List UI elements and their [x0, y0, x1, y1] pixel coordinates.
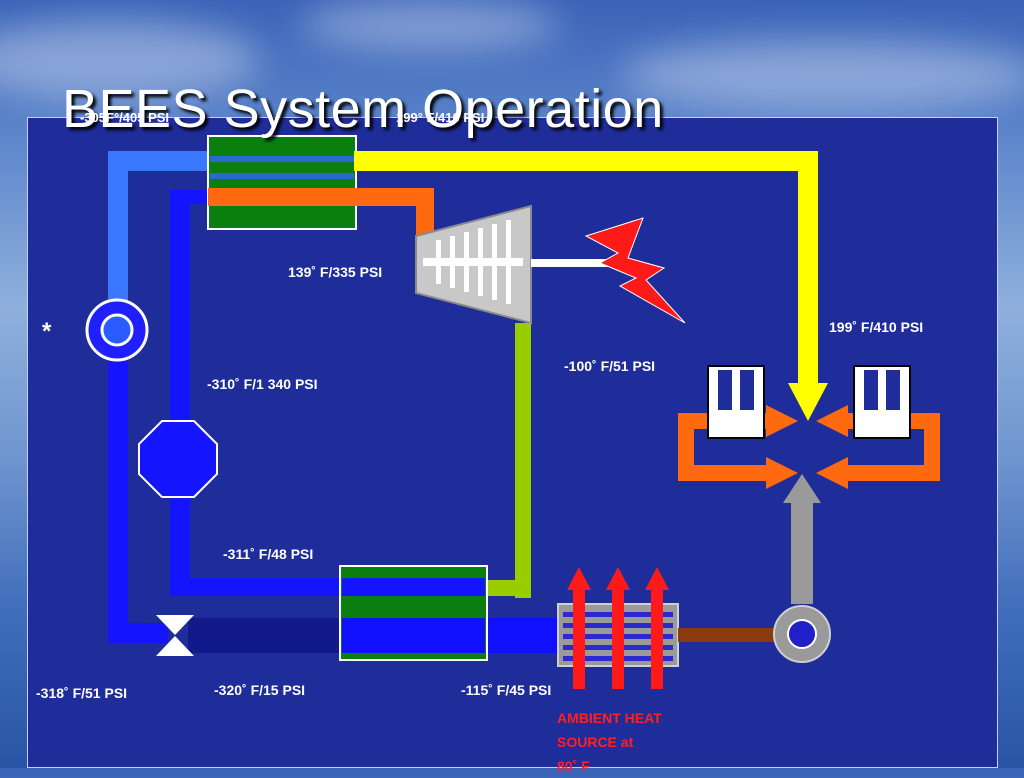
turbine-blades [436, 220, 511, 304]
valve-icon-top [156, 615, 194, 635]
engine-cylinder-left [707, 365, 765, 439]
generator-shaft [531, 259, 621, 267]
yellow-arrow [788, 383, 828, 421]
diagram-panel [27, 117, 998, 768]
label-lower-exchanger: -311˚ F/48 PSI [223, 546, 314, 562]
blue-pipe-left-lower [108, 318, 128, 643]
turbine-shaft [423, 258, 523, 266]
heat-arrows [567, 567, 669, 689]
engine-cylinder-right [853, 365, 911, 439]
dark-blue-pipe-bottom [188, 618, 343, 653]
yellow-pipe-right [798, 151, 818, 386]
cylinder-port [740, 370, 754, 410]
ambient-line-3: 80˚ F [557, 758, 590, 774]
sky-cloud [0, 20, 260, 100]
label-bottom-pipe: -320˚ F/15 PSI [214, 682, 306, 698]
label-right-side: 199˚ F/410 PSI [829, 319, 924, 335]
orange-pipe-to-turbine [208, 188, 430, 206]
label-heater-inlet: -115˚ F/45 PSI [461, 682, 552, 698]
green-pipe-vertical [515, 323, 531, 598]
cylinder-port [718, 370, 732, 410]
blue-pipe-valve-link [108, 623, 168, 643]
brown-pipe [678, 628, 788, 642]
gray-arrow [783, 474, 821, 503]
lightning-bolt-icon [584, 217, 686, 324]
system-diagram [85, 135, 940, 689]
exchanger-tube [342, 618, 485, 653]
sky-cloud [300, 0, 560, 50]
ambient-heat-label: AMBIENT HEAT SOURCE at 80˚ F [557, 706, 697, 778]
label-top-left: -305F°/405 PSI [80, 110, 170, 125]
blue-pipe-inner-vertical [170, 190, 190, 590]
gray-pipe-vertical [791, 498, 813, 604]
green-pipe-bottom [486, 580, 531, 596]
light-blue-pipe-left [108, 151, 128, 301]
storage-tank-octagon [138, 420, 218, 498]
exchanger-tube [210, 156, 354, 162]
upper-heat-exchanger [207, 135, 357, 230]
label-valve: -318˚ F/51 PSI [36, 685, 128, 701]
label-top-right: 199° F/410 PSI [396, 110, 485, 125]
yellow-pipe-top [354, 151, 814, 171]
exchanger-tube [210, 173, 354, 179]
ambient-line-2: SOURCE at [557, 734, 634, 750]
cylinder-port [864, 370, 878, 410]
gray-pump-inner [787, 619, 817, 649]
label-turbine-inlet: 139˚ F/335 PSI [288, 264, 383, 280]
orange-pipe-drop [416, 188, 434, 236]
cylinder-port [886, 370, 900, 410]
pump-inner [100, 313, 134, 347]
blue-pipe-inner-top [170, 190, 210, 204]
valve-icon-bottom [156, 636, 194, 656]
label-pump-outlet: -310˚ F/1 340 PSI [207, 376, 318, 392]
slide-title: BEES System Operation [62, 79, 664, 139]
label-turbine-outlet: -100˚ F/51 PSI [564, 358, 656, 374]
sky-cloud [620, 40, 1024, 110]
exchanger-tube [342, 578, 485, 596]
ambient-line-1: AMBIENT HEAT [557, 710, 662, 726]
asterisk-mark: * [42, 318, 52, 345]
